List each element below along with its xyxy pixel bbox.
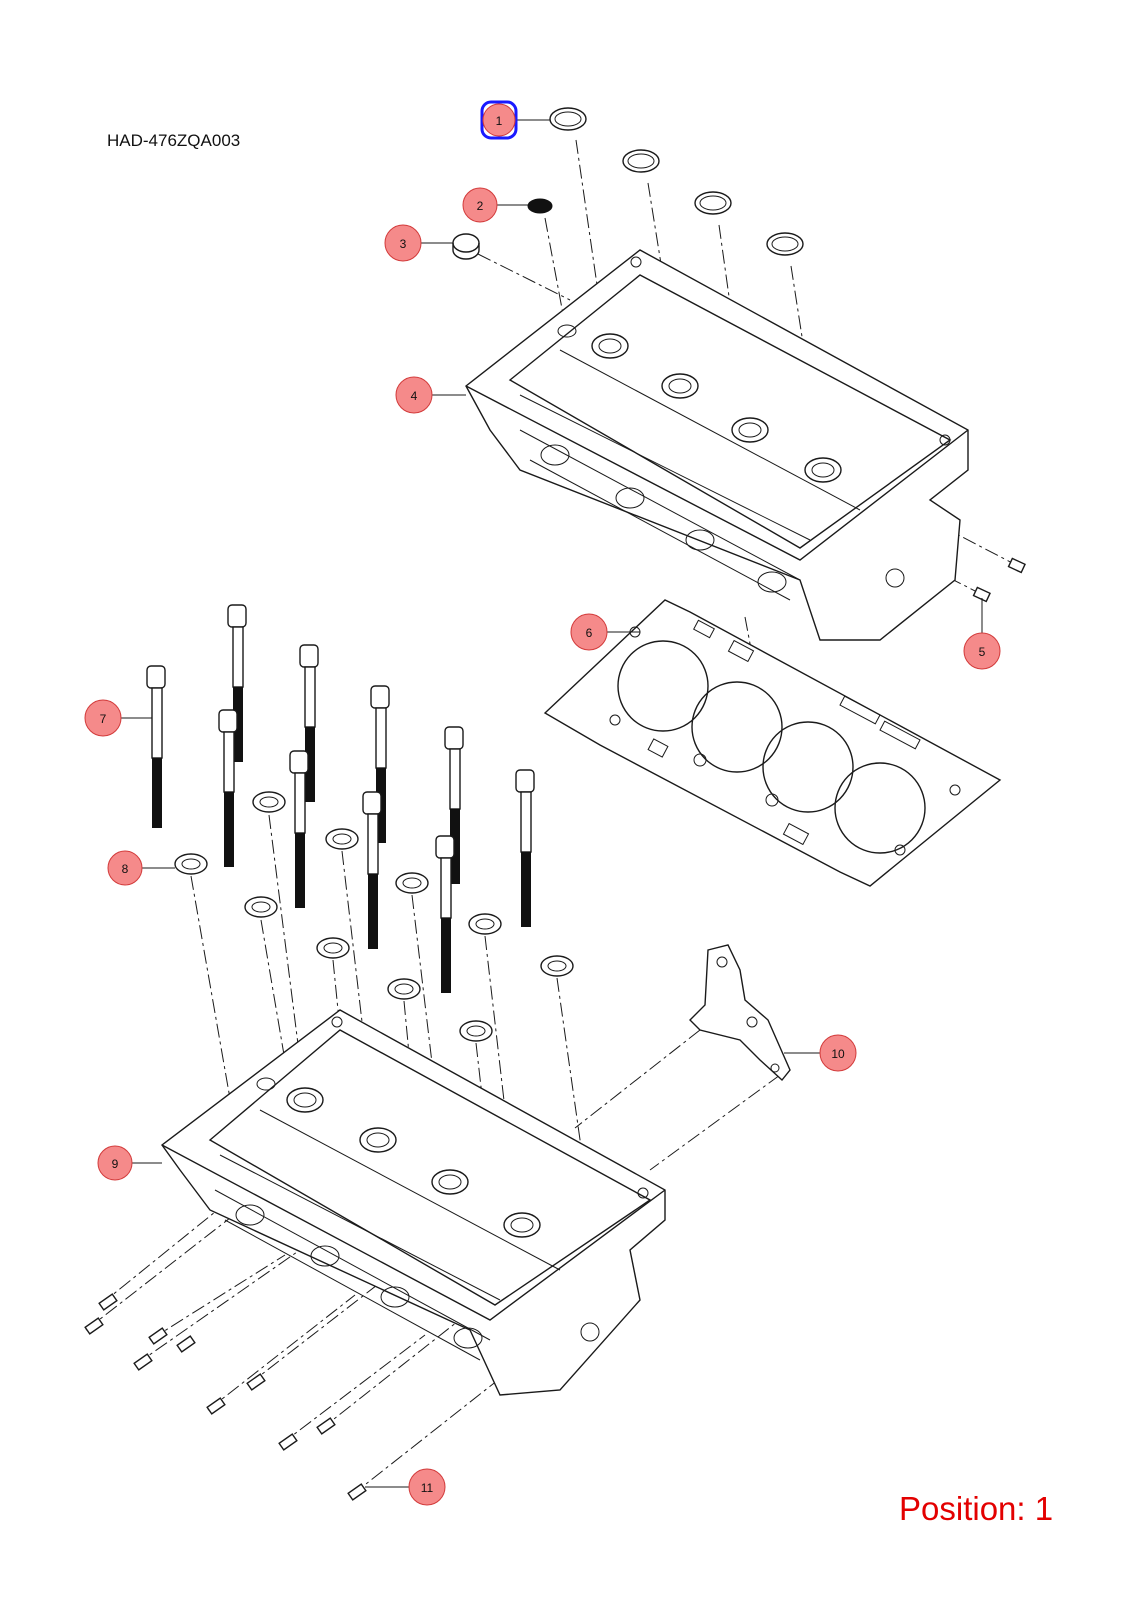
cylinder-head-lower: [161, 1009, 666, 1396]
callout-label: 4: [411, 389, 418, 403]
callout-1[interactable]: 1: [480, 100, 518, 140]
callout-2[interactable]: 2: [462, 187, 498, 223]
callout-label: 1: [496, 114, 503, 128]
callout-label: 2: [477, 199, 484, 213]
callout-label: 11: [421, 1481, 434, 1495]
diagram-code: HAD-476ZQA003: [107, 131, 241, 150]
cylinder-head-upper: [465, 249, 969, 641]
callout-11[interactable]: 11: [408, 1468, 446, 1506]
callout-6[interactable]: 6: [570, 613, 608, 651]
seal-rings: [549, 107, 804, 256]
callout-label: 8: [122, 862, 129, 876]
callout-leaders: [121, 119, 983, 1488]
head-gasket: [543, 599, 1002, 887]
cap-part: [452, 233, 480, 260]
dowel-pins: [972, 557, 1026, 603]
callout-label: 3: [400, 237, 407, 251]
dowels-lower: [84, 1293, 367, 1501]
callout-9[interactable]: 9: [97, 1145, 133, 1181]
bolt-washers: [174, 791, 574, 1042]
callout-10[interactable]: 10: [819, 1034, 857, 1072]
callout-label: 9: [112, 1157, 119, 1171]
callout-7[interactable]: 7: [84, 699, 122, 737]
position-label: Position: 1: [899, 1490, 1054, 1527]
callout-label: 10: [831, 1047, 845, 1061]
callout-5[interactable]: 5: [963, 632, 1001, 670]
selected-highlight: [480, 100, 518, 140]
lifting-bracket: [689, 944, 791, 1082]
callout-4[interactable]: 4: [395, 376, 433, 414]
head-bolts: [146, 604, 535, 993]
callout-label: 5: [979, 645, 986, 659]
callout-8[interactable]: 8: [107, 850, 143, 886]
plug-part: [527, 198, 553, 214]
callouts: 1 2 3 4 5 6 7 8: [84, 100, 1001, 1506]
callout-label: 6: [586, 626, 593, 640]
callout-3[interactable]: 3: [384, 224, 422, 262]
callout-label: 7: [100, 712, 107, 726]
